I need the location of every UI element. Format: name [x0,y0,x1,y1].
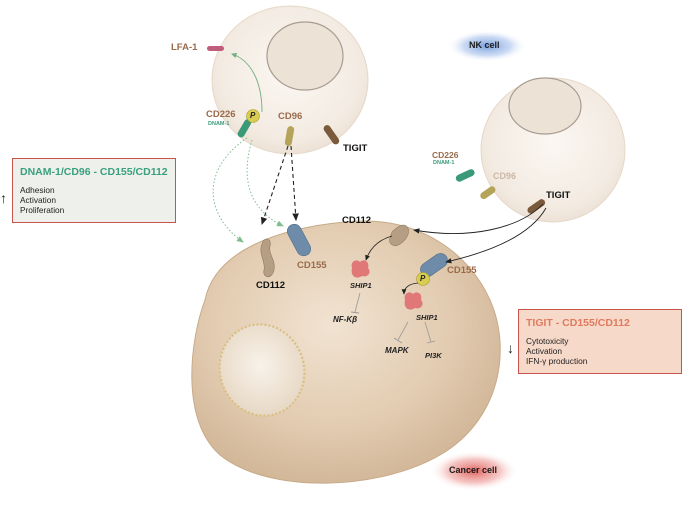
cd96-receptor-right [480,186,496,200]
phospho-badge-cancer [416,272,430,286]
inhibitory-box-title: TIGIT - CD155/CD112 [526,317,630,329]
activating-line-1: Adhesion [20,185,55,195]
phospho-label-cancer: P [420,274,426,283]
tigit-label-right: TIGIT [546,190,571,201]
nk-nucleus-right [508,77,582,135]
activating-box-title: DNAM-1/CD96 - CD155/CD112 [20,166,168,178]
cd112-label-left: CD112 [256,280,286,291]
cd96-receptor-top [284,126,295,146]
cd96-to-cd155-arrow [290,145,299,222]
dnam1-to-cd112-arrow [212,137,248,243]
inhibitory-down-arrow: ↓ [507,340,514,356]
cd155-ligand-left [287,223,311,257]
inhibitory-line-2: Activation [526,346,562,356]
cd96-label-right: CD96 [493,171,517,181]
cd155-label-right: CD155 [447,265,477,276]
phospho-label-top: P [250,111,256,120]
cd226-receptor-top [237,119,252,138]
cancer-nucleus [218,323,306,417]
ship1-right-label: SHIP1 [416,313,438,322]
mapk-inhibition-bar [393,337,403,344]
activating-line-2: Activation [20,195,56,205]
dnam1-label-right: DNAM-1 [433,160,455,166]
ship1-right-protein [404,292,423,310]
cd155-to-ship1-arrow [401,282,419,295]
cd112-to-ship1-arrow [365,235,393,261]
cd226-label-right: CD226 [432,150,459,160]
pi3k-inhibition-bar [426,340,436,344]
activating-line-3: Proliferation [20,205,65,215]
cd112-ligand-left [260,238,275,278]
inhibitory-line-1: Cytotoxicity [526,336,569,346]
activating-summary-box: DNAM-1/CD96 - CD155/CD112 Adhesion Activ… [12,158,176,223]
nk-cell-label-glow [447,30,527,62]
dnam1-label-top: DNAM-1 [208,121,230,127]
cd226-label-top: CD226 [206,109,236,120]
lfa1-label: LFA-1 [171,42,198,53]
cd96-to-cd112-arrow [260,145,289,226]
inhibitory-summary-box: TIGIT - CD155/CD112 Cytotoxicity Activat… [518,309,682,374]
ship1-inhibits-mapk [397,321,409,341]
cancer-cell [191,220,501,484]
tigit-label-top: TIGIT [343,143,368,154]
nfkb-label: NF-Kβ [333,315,358,324]
cd112-ligand-right [389,224,409,246]
lfa1-receptor [207,46,224,51]
dnam1-to-cd155-arrow [246,139,284,227]
ship1-left-label: SHIP1 [350,281,372,290]
cancer-cell-label-glow [430,451,518,491]
cd155-label-left: CD155 [297,260,327,271]
pi3k-label: PI3K [425,351,442,360]
cd226-to-lfa1-arrow [231,52,263,113]
tigit-receptor-right [527,199,546,214]
nk-nucleus-top [266,21,344,91]
activating-up-arrow: ↑ [0,190,7,206]
cd96-label-top: CD96 [278,111,303,122]
cancer-cell-label: Cancer cell [449,465,498,475]
tigit-to-cd112-arrow [413,203,544,234]
inhibitory-box-list: Cytotoxicity Activation IFN-γ production [526,336,587,366]
nk-cell-label: NK cell [469,40,500,50]
ship1-inhibits-pi3k [424,321,432,343]
ship1-left-protein [351,260,370,278]
nfkb-inhibition-bar [350,311,360,314]
phospho-badge-top [246,109,260,123]
mapk-label: MAPK [385,346,409,355]
tigit-to-cd155-arrow [445,207,547,264]
inhibitory-line-3: IFN-γ production [526,356,588,366]
ship1-inhibits-nfkb [354,292,361,313]
cd112-label-right: CD112 [342,215,372,226]
cd226-receptor-right [455,169,475,182]
tigit-receptor-top [323,125,340,145]
activating-box-list: Adhesion Activation Proliferation [20,185,64,215]
